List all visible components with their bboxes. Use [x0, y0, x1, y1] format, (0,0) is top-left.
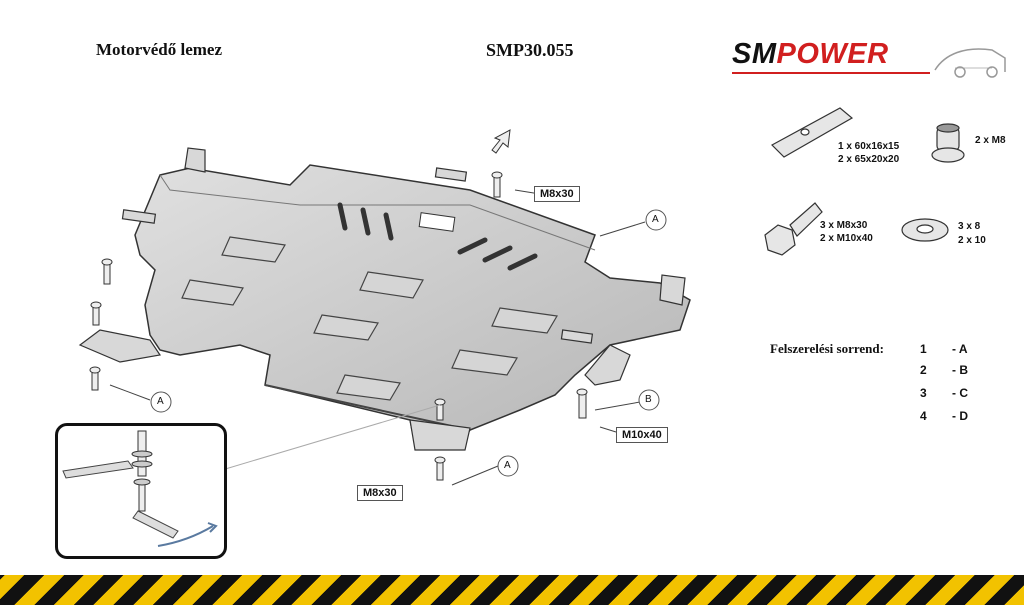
- callout-a-1: A: [652, 214, 659, 225]
- order-letter-2: - B: [952, 363, 968, 377]
- callout-circles: [150, 209, 667, 477]
- plate-ribs: [181, 236, 558, 401]
- plate-qty-2: 2 x 65x20x20: [838, 154, 900, 165]
- order-letter-1: - A: [952, 342, 968, 356]
- order-num-1: 1: [920, 342, 927, 356]
- car-outline-icon: [732, 48, 1006, 78]
- callout-a-3: A: [504, 460, 511, 471]
- mount-brackets: [78, 147, 686, 451]
- order-num-4: 4: [920, 409, 927, 423]
- washer-qty-1: 3 x 8: [958, 221, 981, 232]
- callout-b: B: [645, 394, 652, 405]
- part-name: Motorvédő lemez: [96, 40, 223, 59]
- plate-qty-1: 1 x 60x16x15: [838, 141, 900, 152]
- brand-sm: SM: [732, 38, 777, 70]
- bolt-qty-1: 3 x M8x30: [820, 220, 868, 231]
- detail-inset: [55, 423, 227, 559]
- bolt-label-right: M10x40: [616, 427, 668, 443]
- order-letter-4: - D: [952, 409, 968, 423]
- bolt-qty-2: 2 x M10x40: [820, 233, 873, 244]
- center-cutout: [418, 212, 456, 232]
- brand-logo: SMPOWER: [730, 32, 1010, 82]
- hardware-parts: [89, 171, 588, 481]
- vent-slots: [337, 202, 538, 271]
- order-letter-3: - C: [952, 386, 968, 400]
- washer-qty-2: 2 x 10: [958, 235, 986, 246]
- hazard-stripe: [0, 575, 1024, 605]
- order-num-2: 2: [920, 363, 927, 377]
- direction-arrow-icon: [491, 129, 511, 154]
- part-code: SMP30.055: [486, 40, 574, 60]
- order-title: Felszerelési sorrend:: [770, 341, 884, 356]
- nut-qty: 2 x M8: [975, 135, 1006, 146]
- brand-wordmark: SMPOWER: [732, 38, 889, 71]
- order-num-3: 3: [920, 386, 927, 400]
- brand-power: POWER: [776, 38, 889, 70]
- bolt-label-bottom: M8x30: [357, 485, 403, 501]
- parts-icons: [764, 107, 965, 256]
- detail-inset-drawing: [62, 430, 218, 547]
- skid-plate: [134, 164, 691, 446]
- callout-a-2: A: [157, 396, 164, 407]
- bolt-label-top: M8x30: [534, 186, 580, 202]
